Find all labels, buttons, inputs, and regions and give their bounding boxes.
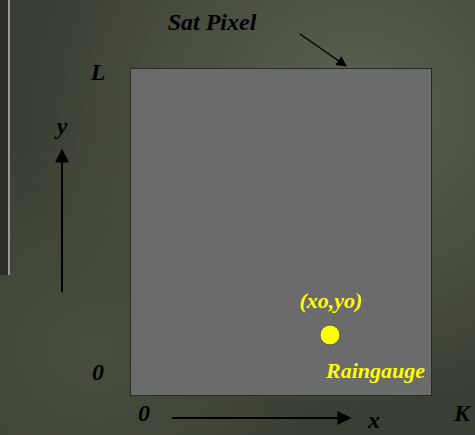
- y-axis-arrow: [61, 150, 63, 292]
- coordinate-label: (xo,yo): [300, 290, 363, 312]
- frame-line: [8, 0, 10, 275]
- axis-label: L: [91, 60, 106, 84]
- axis-label: y: [57, 114, 68, 138]
- photo-dark-strip: [0, 0, 8, 275]
- raingauge-label: Raingauge: [326, 360, 425, 382]
- satellite-pixel: (xo,yo) Raingauge: [130, 68, 432, 396]
- raingauge-dot-layer: [130, 68, 432, 396]
- x-axis-arrow: [172, 417, 350, 419]
- axis-label: 0: [138, 401, 150, 425]
- leader-line: [300, 34, 346, 66]
- pixel-callout: Sat Pixel: [168, 10, 257, 34]
- axis-label: 0: [92, 360, 104, 384]
- axis-label: x: [368, 408, 380, 432]
- axis-label: K: [454, 401, 470, 425]
- raingauge-dot: [320, 325, 340, 345]
